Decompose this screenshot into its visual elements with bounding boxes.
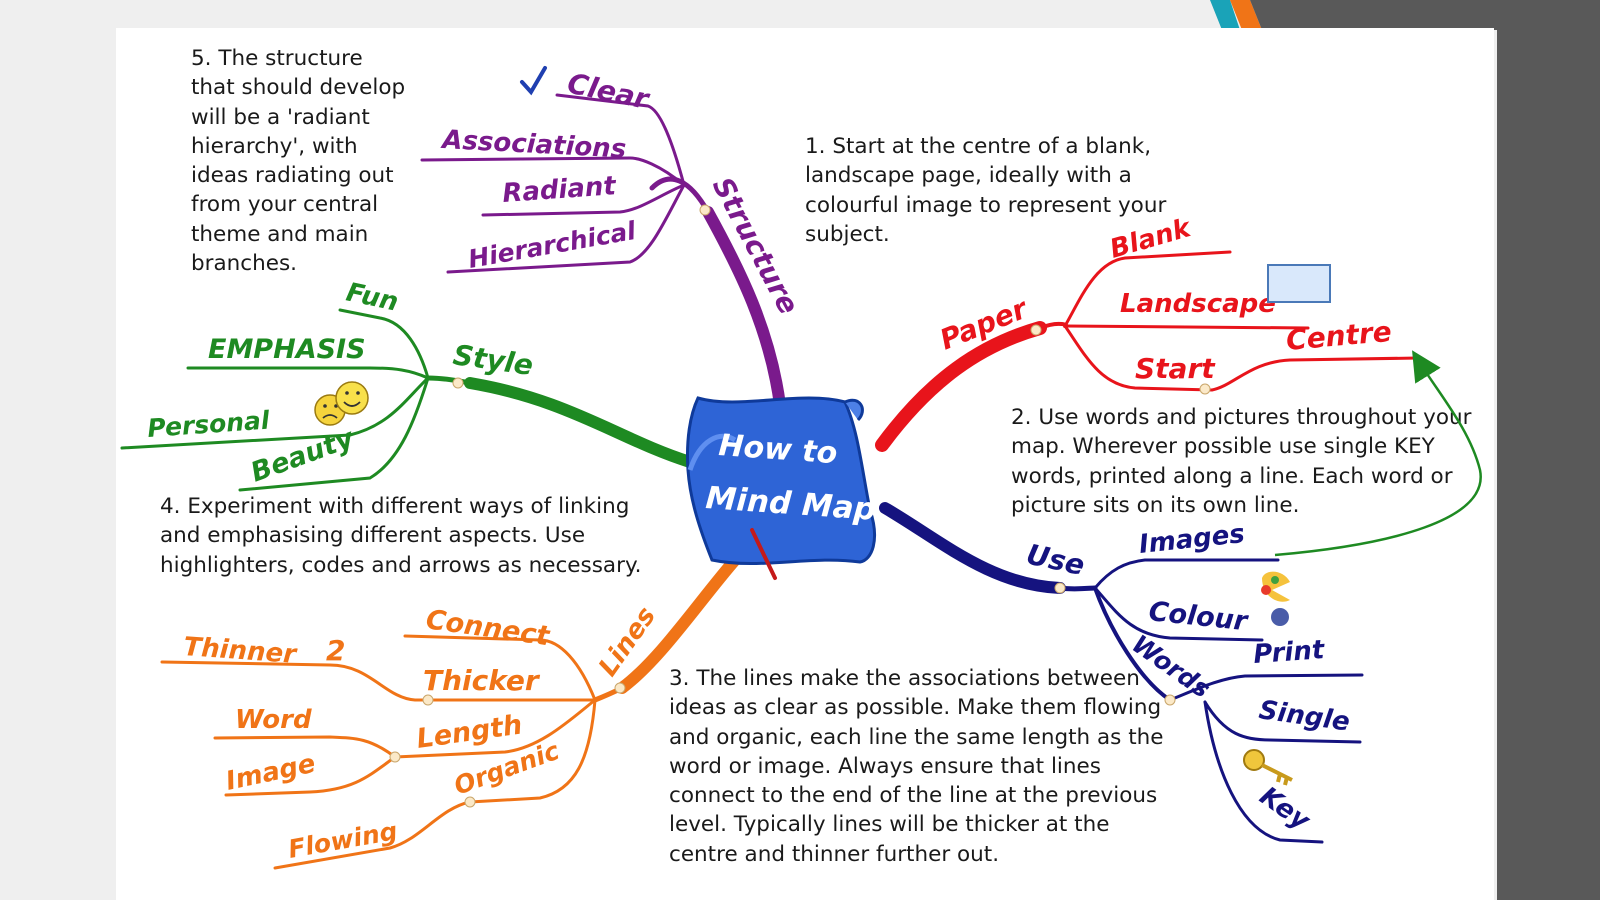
label-thicker: Thicker: [423, 664, 541, 697]
label-thinner-2: 2: [326, 634, 345, 667]
structure-line-associations: [420, 156, 686, 187]
structure-line-clear: [555, 93, 686, 187]
words-line-print: [1168, 673, 1364, 702]
style-hub-line: [425, 375, 473, 386]
label-landscape: Landscape: [1120, 289, 1276, 319]
use-line-words: [1093, 586, 1172, 702]
label-image: Image: [223, 749, 318, 797]
label-key: Key: [1254, 781, 1316, 837]
link-arrow: [1274, 350, 1482, 557]
lines-line-connect: [403, 634, 597, 702]
note-4-experiment: 4. Experiment with different ways of lin…: [160, 494, 642, 578]
label-clear: Clear: [565, 67, 654, 117]
note-1-start: 1. Start at the centre of a blank, lands…: [805, 134, 1167, 247]
palette-icon: [1261, 571, 1290, 626]
branch-label-lines: Lines: [593, 602, 662, 682]
paper-main-line: [875, 321, 1047, 452]
branch-label-style: Style: [451, 338, 535, 382]
label-start: Start: [1135, 352, 1216, 385]
label-length: Length: [415, 709, 524, 754]
lines-line-flowing: [273, 800, 472, 870]
paper-line-start-centre: [1063, 324, 1420, 392]
branch-use: [879, 502, 1364, 844]
central-title-line1: How to: [717, 428, 838, 471]
key-icon: [1243, 749, 1293, 786]
paper-hub-line: [1038, 321, 1069, 330]
central-image: [686, 396, 877, 566]
label-thinner: Thinner: [183, 632, 300, 670]
words-line-key: [1203, 700, 1324, 844]
label-radiant: Radiant: [501, 171, 618, 209]
note-2-words-pictures: 2. Use words and pictures throughout you…: [1011, 405, 1472, 518]
smiley-faces-icon: [314, 381, 369, 426]
paper-line-landscape: [1063, 324, 1310, 330]
structure-line-hierarchical: [446, 183, 686, 274]
label-centre: Centre: [1285, 315, 1393, 357]
lines-line-word: [213, 735, 397, 759]
paper-line-blank: [1063, 250, 1232, 328]
checkmark-icon: [520, 66, 547, 96]
branch-lines: [160, 554, 741, 870]
use-line-colour: [1093, 586, 1264, 642]
slide-sidebar: [1497, 0, 1600, 900]
node-dots: [389, 204, 1211, 808]
corner-accent: [1210, 0, 1510, 30]
label-word: Word: [235, 705, 312, 735]
label-words: Words: [1127, 629, 1216, 704]
label-print: Print: [1252, 635, 1326, 670]
lines-main-line: [616, 554, 741, 694]
note-3-lines: 3. The lines make the associations betwe…: [669, 666, 1164, 867]
pen-icon: [750, 528, 777, 580]
label-connect: Connect: [424, 604, 552, 652]
style-line-emphasis: [186, 366, 430, 380]
use-main-line: [879, 502, 1066, 594]
lines-line-thicker-thinner: [160, 660, 597, 702]
words-line-single: [1203, 700, 1362, 744]
lines-line-image: [224, 755, 397, 797]
note-5-structure: 5. The structure that should develop wil…: [191, 46, 406, 277]
lines-line-length: [393, 698, 597, 759]
label-personal: Personal: [146, 405, 270, 442]
branch-label-use: Use: [1024, 538, 1088, 582]
branch-structure: [420, 93, 786, 411]
structure-main-line: [702, 206, 786, 411]
style-line-personal: [120, 376, 430, 450]
label-colour: Colour: [1147, 596, 1250, 637]
rectangle-icon: [1267, 264, 1331, 303]
label-images: Images: [1138, 519, 1247, 560]
label-single: Single: [1257, 695, 1352, 737]
branch-paper: [875, 250, 1420, 452]
lines-line-organic: [468, 698, 597, 804]
style-line-beauty: [238, 376, 430, 492]
use-line-images: [1093, 558, 1280, 590]
label-emphasis: EMPHASIS: [208, 334, 366, 365]
style-main-line: [464, 377, 696, 468]
structure-line-radiant: [481, 183, 686, 217]
style-line-fun: [338, 308, 430, 380]
branch-style: [120, 308, 696, 492]
